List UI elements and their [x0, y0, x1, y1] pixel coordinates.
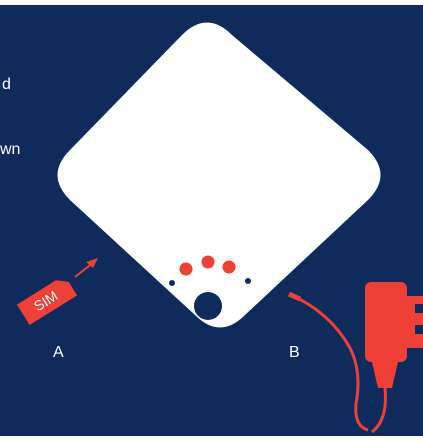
led-center	[201, 255, 215, 269]
sim-card-icon: SIM	[16, 280, 78, 326]
label-b: B	[289, 344, 300, 361]
text-fragment-top: d	[2, 76, 11, 93]
indicator-dot-right	[245, 278, 251, 284]
arrow-icon	[74, 258, 98, 278]
indicator-dot-left	[169, 280, 175, 286]
device-body	[57, 22, 381, 328]
led-right	[222, 260, 236, 274]
led-left	[179, 262, 193, 276]
text-fragment-middle: wn	[0, 141, 20, 158]
label-a: A	[53, 344, 64, 361]
power-button-icon[interactable]	[194, 292, 222, 320]
power-adapter-icon	[287, 282, 423, 434]
